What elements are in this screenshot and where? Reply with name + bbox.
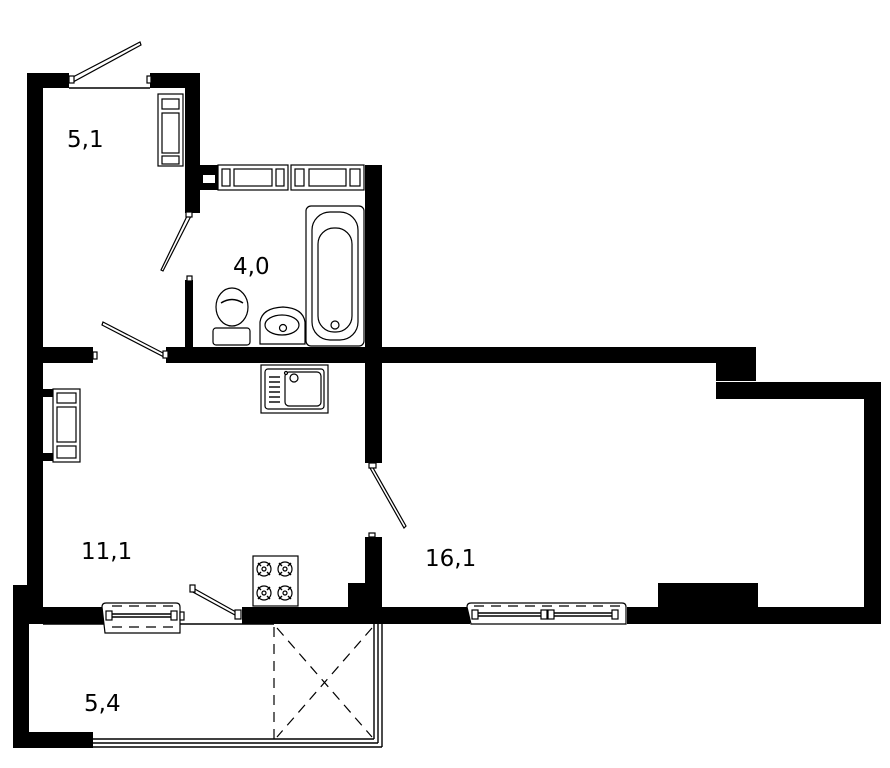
kitchen-window-icon [101,602,185,634]
washbasin-icon [259,306,306,345]
bathroom-door-icon [160,211,193,282]
kitchen-area-label: 11,1 [81,539,133,565]
toilet-icon [212,287,251,346]
living-room-window-icon [466,602,627,625]
burner-icon [256,561,272,577]
kitchen-sink-icon [260,364,329,414]
balcony-area-label: 5,4 [84,691,121,717]
burner-icon [277,585,293,601]
bathroom-area-label: 4,0 [233,254,270,280]
bathroom-cabinets-icon [217,164,365,191]
balcony-glazing [43,623,383,748]
balcony-storage-icon [273,627,373,739]
kitchen-radiator-icon [43,388,81,463]
living-room-area-label: 16,1 [425,546,477,572]
burner-icon [277,561,293,577]
bathtub-icon [305,205,365,347]
hallway-radiator-icon [157,93,184,167]
entrance-door-icon [68,41,152,84]
walls [13,73,881,748]
hallway-area-label: 5,1 [67,127,104,153]
stove-icon [252,555,299,607]
living-room-door-icon [368,462,407,538]
balcony-door-icon [189,584,242,620]
burner-icon [256,585,272,601]
kitchen-door-icon [92,321,169,360]
